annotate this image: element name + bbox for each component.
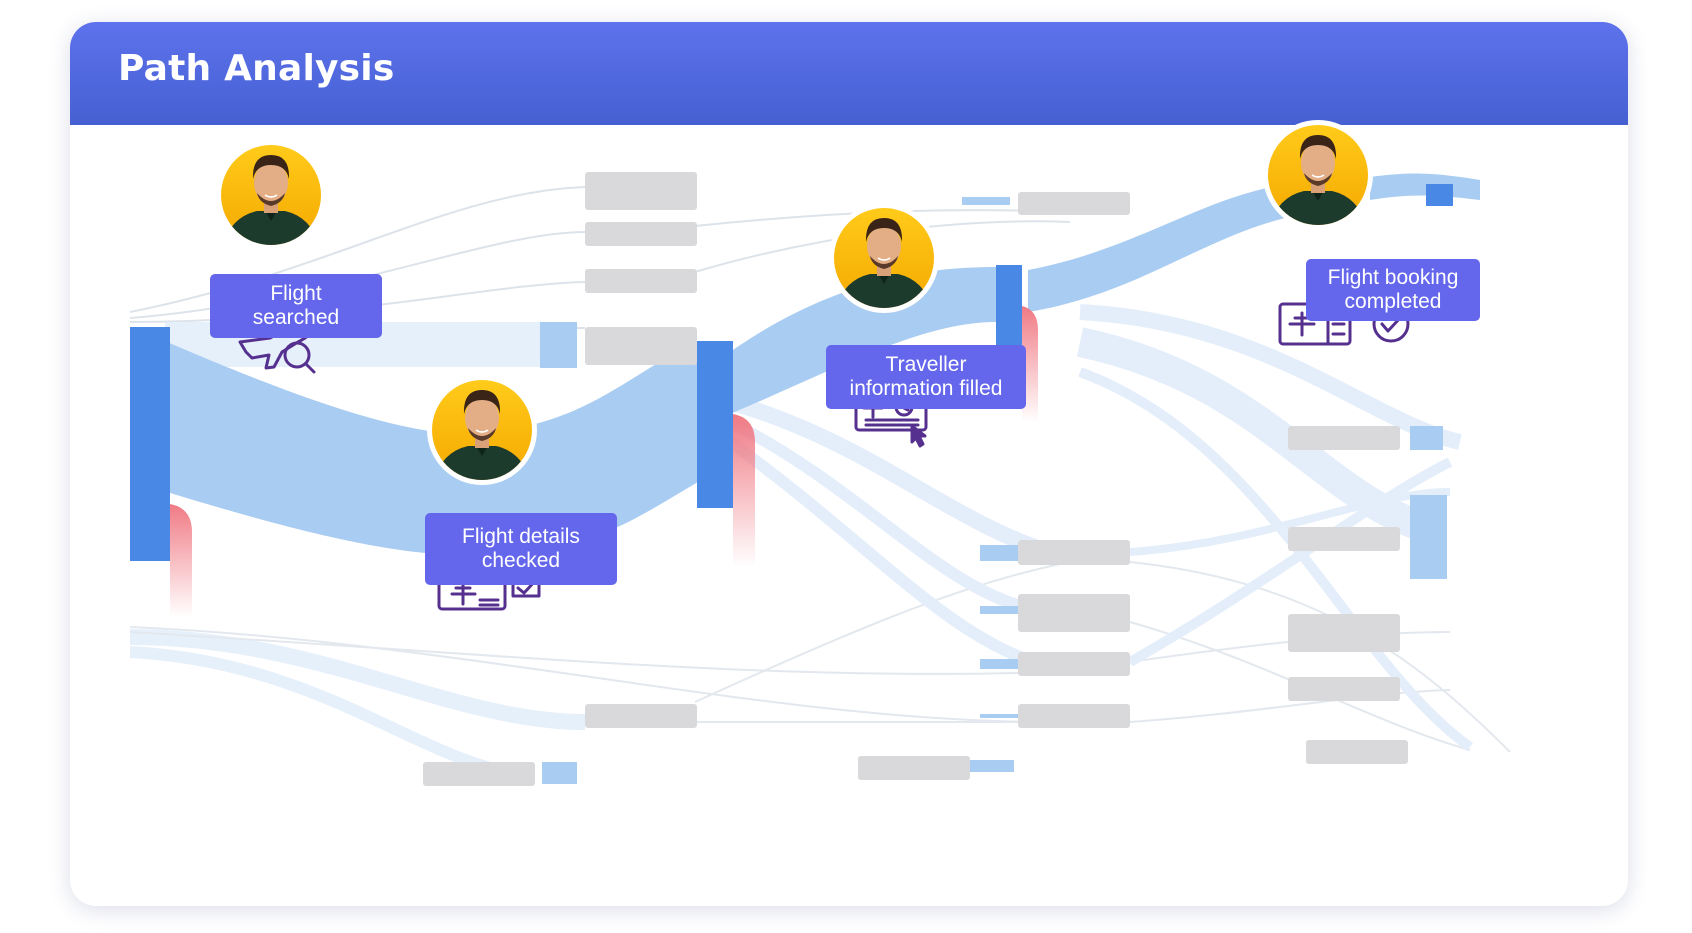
flow-main-3 — [730, 267, 996, 414]
dropoff-step1 — [170, 504, 192, 617]
faint-flows-bottom — [129, 561, 1511, 780]
faint-bands — [726, 304, 1473, 752]
node-light-e — [962, 197, 1010, 205]
node-light-i — [980, 714, 1018, 718]
avatar-step3 — [829, 203, 939, 313]
avatar-step4 — [1263, 120, 1373, 230]
step-label-flight-details-checked: Flight details checked — [425, 513, 617, 585]
step-label-traveller-information-filled: Traveller information filled — [826, 345, 1026, 409]
node-light-j — [970, 760, 1014, 772]
path-analysis-card: Path Analysis — [70, 22, 1628, 906]
dropoff-step2 — [733, 414, 755, 567]
node-light-c — [1410, 495, 1447, 579]
node-light-a — [540, 322, 577, 368]
node-step4 — [1426, 184, 1453, 206]
flow-main-1 — [167, 342, 490, 555]
node-light-d — [542, 762, 577, 784]
step-label-flight-searched: Flight searched — [210, 274, 382, 338]
node-light-f — [980, 545, 1018, 561]
card-header: Path Analysis — [70, 22, 1628, 125]
node-light-b — [1410, 426, 1443, 450]
step-label-flight-booking-completed: Flight booking completed — [1306, 259, 1480, 321]
avatar-step2 — [427, 375, 537, 485]
flow-main-4 — [1028, 182, 1320, 312]
dropoff-step3 — [1022, 306, 1038, 422]
avatar-step1 — [216, 140, 326, 250]
node-step2 — [697, 341, 733, 508]
placeholder-bars — [423, 172, 1408, 786]
node-step1 — [130, 327, 170, 561]
path-diagram — [129, 22, 1511, 786]
flow-main-5 — [1370, 173, 1480, 200]
flow-main-2 — [490, 342, 698, 552]
page-title: Path Analysis — [118, 48, 395, 89]
node-light-h — [980, 659, 1018, 669]
node-light-g — [980, 606, 1018, 614]
